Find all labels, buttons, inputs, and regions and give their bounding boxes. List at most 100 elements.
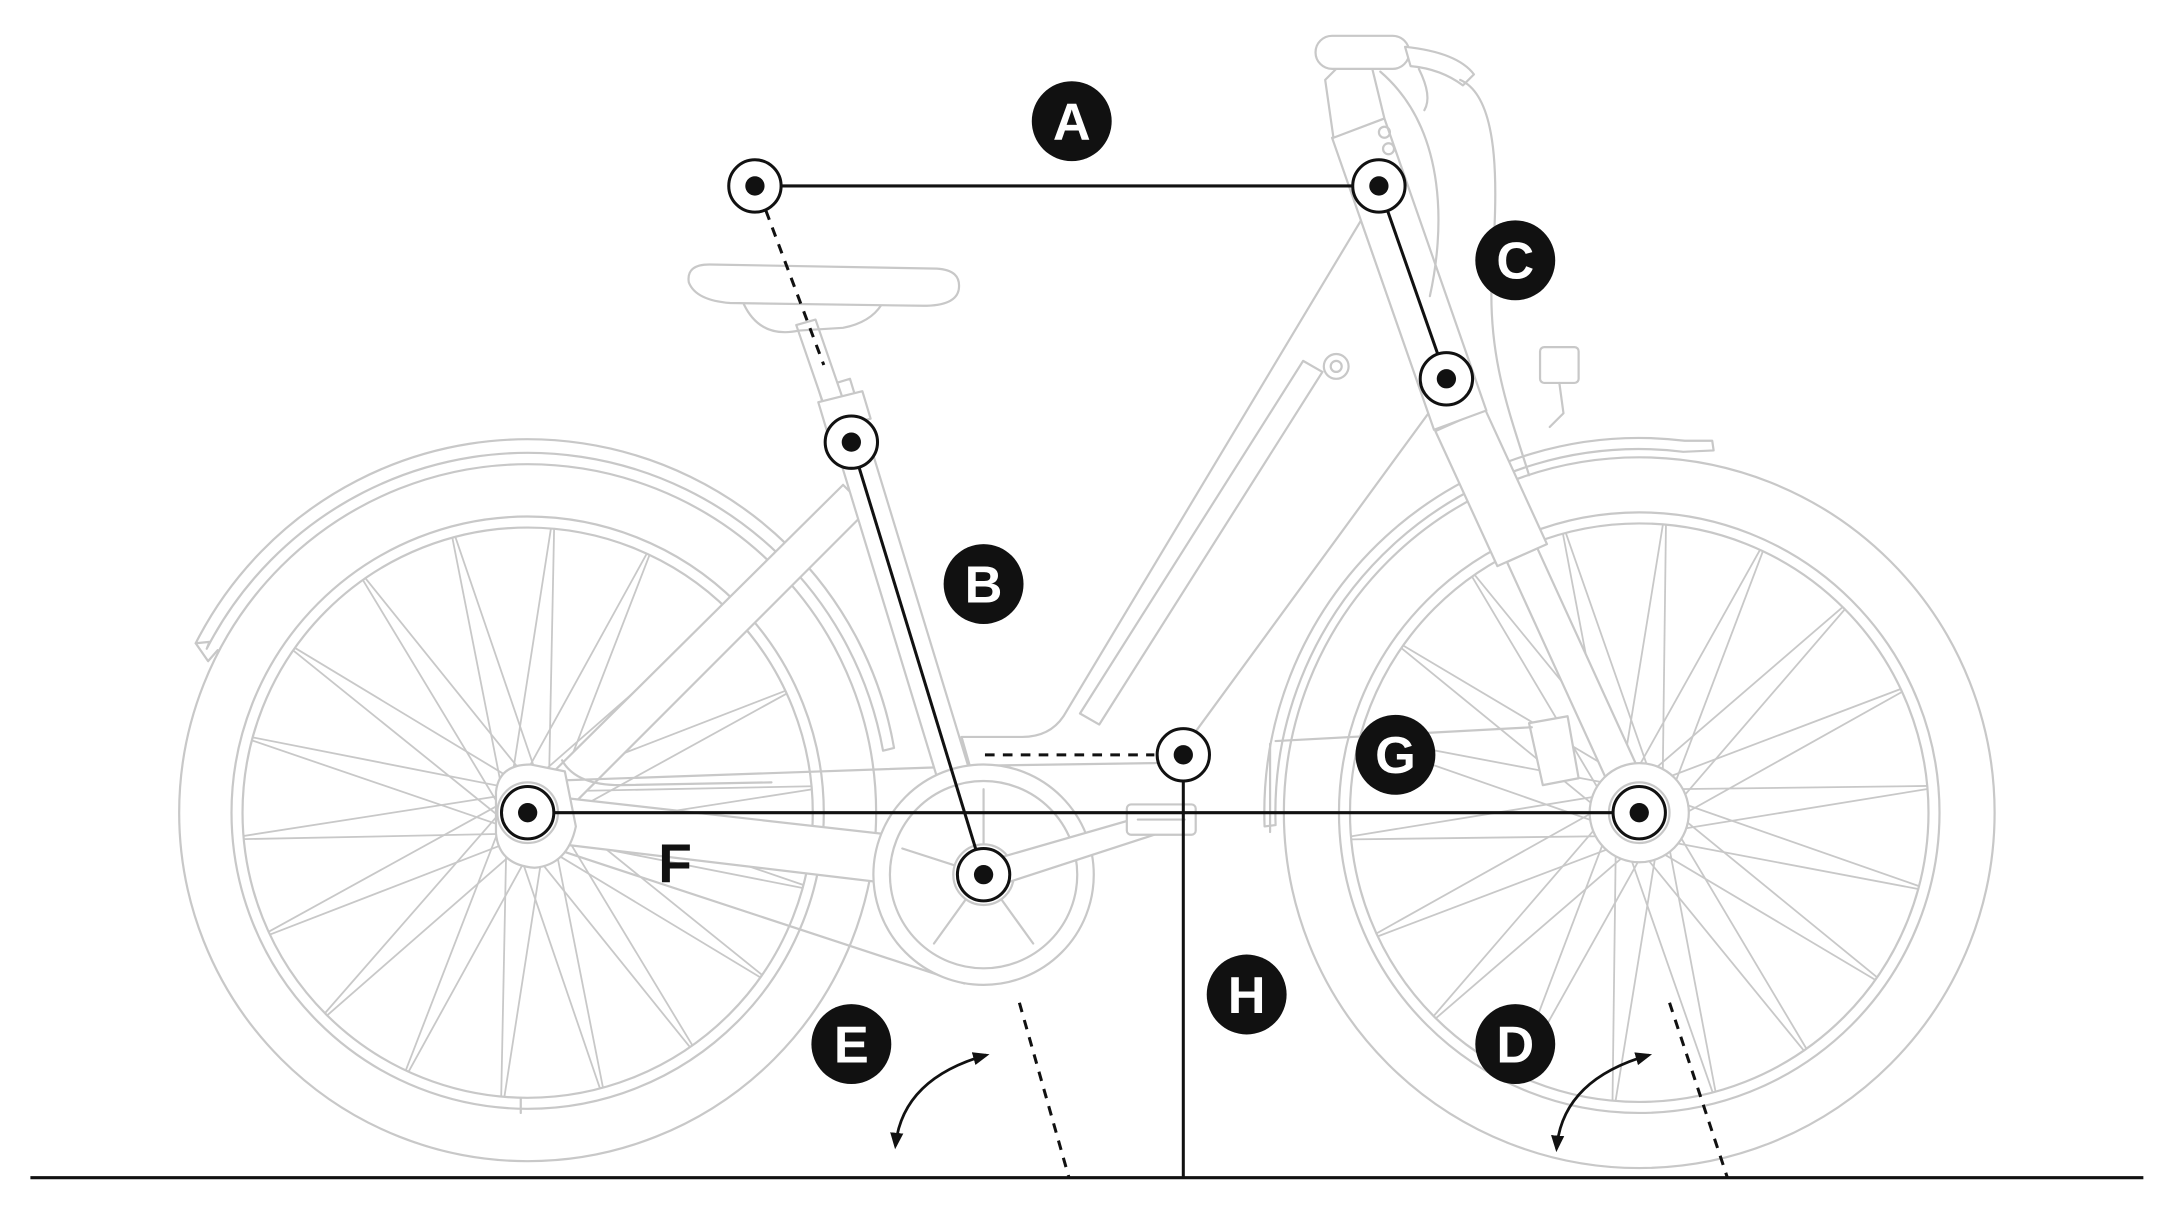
spoke	[503, 833, 547, 1097]
point-dot	[518, 803, 538, 823]
point-a-end	[1351, 158, 1407, 214]
label-badge-b: B	[943, 544, 1024, 624]
spoke	[1665, 796, 1920, 887]
badge-disc	[1475, 1004, 1556, 1085]
battery-lock	[1322, 352, 1350, 380]
point-dot	[745, 176, 765, 196]
rear-wheel-spokes	[243, 528, 812, 1097]
battery-lock-core	[1329, 359, 1343, 374]
spoke	[1623, 838, 1714, 1093]
spoke	[1644, 841, 1876, 981]
spoke	[326, 839, 529, 1017]
head-angle-reference-dashed	[1668, 1002, 1729, 1179]
spoke	[1611, 832, 1617, 1101]
label-badge-e: E	[811, 1004, 892, 1085]
point-dot	[973, 865, 994, 885]
spoke	[404, 821, 503, 1071]
point-b-top	[823, 414, 880, 470]
spoke	[1638, 606, 1844, 784]
front-brake-caliper	[1527, 715, 1580, 787]
spoke	[513, 836, 601, 1089]
point-dot	[1369, 176, 1389, 196]
spoke	[500, 830, 508, 1097]
spoke	[1435, 842, 1640, 1020]
badge-letter: H	[1228, 967, 1266, 1025]
seat-tube-extension-dashed	[764, 210, 826, 366]
label-badge-a: A	[1031, 81, 1112, 162]
front-light	[1538, 346, 1580, 385]
dimension-line-b	[849, 441, 986, 876]
badge-letter: B	[965, 556, 1003, 614]
spoke	[243, 832, 510, 841]
point-dot	[1173, 745, 1193, 765]
shifter-cable	[1379, 70, 1440, 298]
display-button-top	[1377, 125, 1392, 139]
spoke	[1375, 801, 1612, 935]
spoke	[294, 647, 524, 787]
label-badge-h: H	[1206, 954, 1287, 1035]
badge-disc	[1475, 220, 1556, 301]
spoke	[1668, 806, 1878, 978]
spoke	[364, 577, 534, 787]
spoke	[1666, 550, 1764, 803]
chainring-inner	[888, 779, 1079, 970]
spoke	[324, 812, 501, 1014]
spoke	[547, 528, 555, 795]
spoke	[1628, 549, 1761, 785]
spoke	[252, 736, 515, 790]
dimension-annotations: A C B G H E D F	[30, 81, 2144, 1180]
chain-top-run	[543, 764, 982, 783]
spoke	[451, 537, 505, 800]
angle-arrow-d	[1551, 1052, 1653, 1153]
battery	[1078, 359, 1324, 726]
spoke	[362, 579, 502, 809]
spoke	[1664, 827, 1717, 1092]
point-g-h	[1155, 727, 1211, 783]
spoke	[1402, 644, 1635, 784]
label-badge-d: D	[1475, 1004, 1556, 1085]
spoke	[1661, 524, 1667, 794]
spoke	[1668, 608, 1846, 814]
spoke	[1633, 842, 1805, 1052]
spoke	[243, 794, 507, 837]
spoke	[1667, 691, 1903, 824]
badge-disc	[1031, 81, 1112, 162]
spoke	[508, 528, 552, 792]
front-fender	[1263, 436, 1715, 828]
spoke	[1658, 785, 1928, 791]
spoke	[1668, 817, 1808, 1050]
label-badge-c: C	[1475, 220, 1556, 301]
down-tube	[960, 219, 1430, 767]
spoke	[532, 839, 761, 979]
spoke	[1649, 688, 1901, 786]
badge-letter: C	[1496, 233, 1534, 291]
spoke	[1654, 838, 1919, 890]
spoke	[1351, 835, 1620, 841]
spoke	[522, 839, 691, 1048]
spoke	[292, 649, 502, 819]
label-f: F	[658, 833, 692, 895]
spoke	[1564, 532, 1656, 787]
spoke	[517, 553, 648, 788]
spoke	[1471, 576, 1611, 808]
badge-letter: G	[1375, 727, 1416, 785]
point-front-axle	[1611, 784, 1667, 841]
seat-angle-reference-dashed	[1017, 1002, 1071, 1179]
point-c-end	[1418, 351, 1475, 407]
seat-post	[795, 318, 845, 407]
chain-bottom-run	[536, 841, 966, 985]
spoke	[1400, 647, 1610, 819]
point-a-start	[727, 158, 783, 214]
badge-letter: E	[834, 1016, 869, 1074]
label-badge-g: G	[1355, 714, 1436, 795]
badge-disc	[1206, 954, 1287, 1035]
rear-fender	[194, 438, 896, 752]
point-bottom-bracket	[955, 846, 1012, 903]
spoke	[407, 838, 538, 1073]
brake-lever	[1403, 45, 1476, 87]
handlebar-grip	[1314, 34, 1411, 70]
brake-lever-blade	[1417, 67, 1429, 112]
spoke	[550, 826, 604, 1088]
point-dot	[841, 432, 861, 452]
point-rear-axle	[499, 784, 556, 841]
